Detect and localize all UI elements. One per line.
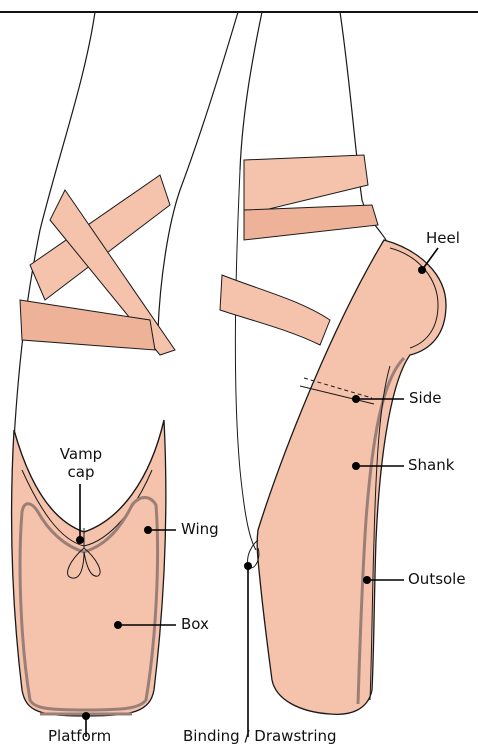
platform-dot bbox=[82, 712, 90, 720]
wing-label: Wing bbox=[181, 520, 219, 538]
binding-dot bbox=[244, 562, 252, 570]
vamp-cap-label-line1: Vamp bbox=[55, 445, 107, 463]
outsole-label: Outsole bbox=[408, 570, 466, 588]
side-ribbon-2 bbox=[244, 205, 378, 240]
heel-label: Heel bbox=[426, 229, 460, 247]
front-view-shoe bbox=[12, 12, 238, 716]
vamp-cap-label: Vamp cap bbox=[55, 445, 107, 481]
vamp-cap-dot bbox=[76, 536, 84, 544]
heel-dot bbox=[418, 266, 426, 274]
side-leg-outline-left bbox=[240, 12, 262, 170]
side-ribbon-3 bbox=[220, 275, 330, 345]
outsole-dot bbox=[363, 576, 371, 584]
box-label: Box bbox=[181, 615, 209, 633]
box-dot bbox=[114, 621, 122, 629]
wing-dot bbox=[144, 526, 152, 534]
vamp-cap-label-line2: cap bbox=[55, 463, 107, 481]
side-dot bbox=[352, 395, 360, 403]
side-view-shoe bbox=[220, 12, 446, 714]
binding-label: Binding / Drawstring bbox=[183, 727, 337, 745]
side-label: Side bbox=[409, 389, 441, 407]
shank-label: Shank bbox=[408, 456, 454, 474]
platform-label: Platform bbox=[48, 727, 111, 745]
shank-dot bbox=[352, 462, 360, 470]
